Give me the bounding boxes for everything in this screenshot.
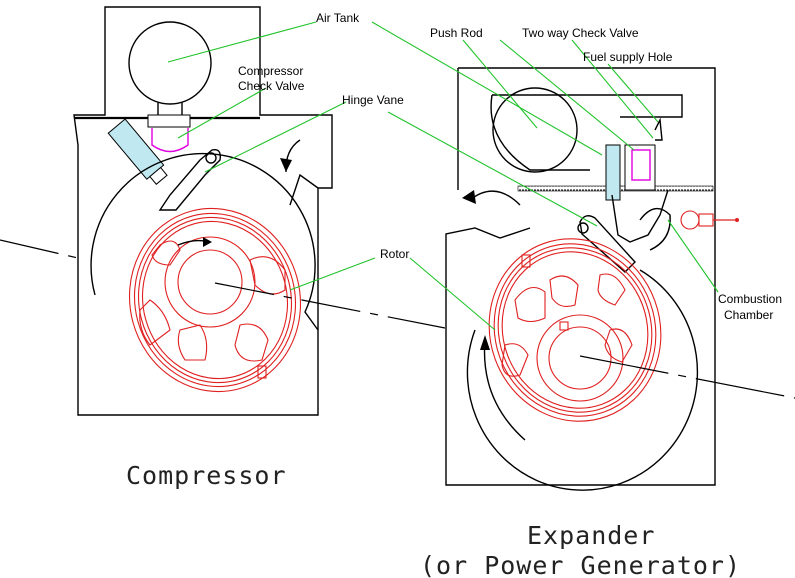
compressor-axis-line: [0, 239, 446, 329]
compressor-housing: [73, 6, 333, 416]
push-rod-label: Push Rod: [430, 26, 483, 40]
compressor-rotor: [128, 207, 302, 393]
compressor-check-valve-label-line2: Check Valve: [238, 79, 305, 93]
expander-push-rod: [605, 144, 621, 201]
expander-air-tank: [492, 87, 578, 173]
compressor-hinge-pin: [205, 152, 217, 164]
expander-spark-plug: [680, 210, 739, 230]
expander-hinge-vane: [579, 215, 636, 273]
compressor-check-valve-label-line1: Compressor: [238, 64, 303, 78]
expander-rotation-arrow: [483, 339, 526, 441]
combustion-chamber-label-line1: Combustion: [718, 292, 782, 306]
expander-title: Expander: [527, 521, 655, 550]
compressor-outlet-wall: [289, 173, 319, 206]
compressor-title: Compressor: [126, 461, 287, 490]
expander-housing: [445, 67, 716, 486]
expander-check-valve-core: [631, 149, 651, 181]
expander-fuel-hole: [654, 117, 663, 141]
air-tank-label: Air Tank: [316, 11, 360, 25]
compressor-chamber: [90, 152, 319, 331]
expander-two-way-check-valve: [624, 144, 656, 191]
fuel-supply-hole-label: Fuel supply Hole: [583, 50, 673, 64]
two-way-check-valve-label: Two way Check Valve: [522, 26, 639, 40]
rotor-label: Rotor: [380, 247, 409, 261]
compressor-check-valve: [147, 114, 191, 128]
compressor-unit: [0, 6, 446, 416]
compressor-air-tank: [128, 21, 212, 105]
expander-subtitle: (or Power Generator): [420, 551, 741, 578]
expander-combustion-chamber: [611, 189, 669, 243]
expander-axis-line: [579, 355, 795, 399]
expander-hinge-pin: [577, 222, 589, 234]
expander-chamber: [466, 269, 699, 491]
compressor-check-valve-membrane: [151, 128, 189, 153]
expander-combustion-wall: [639, 207, 671, 251]
compressor-injector: [107, 118, 168, 185]
hinge-vane-label: Hinge Vane: [342, 93, 404, 107]
expander-flow-arrow: [469, 190, 521, 206]
expander-unit: [445, 67, 795, 491]
expander-air-tank-housing: [490, 94, 683, 171]
leader-lines: [167, 21, 719, 331]
combustion-chamber-label-line2: Chamber: [724, 308, 773, 322]
compressor-tank-neck: [157, 102, 183, 115]
expander-rotor: [488, 238, 662, 422]
